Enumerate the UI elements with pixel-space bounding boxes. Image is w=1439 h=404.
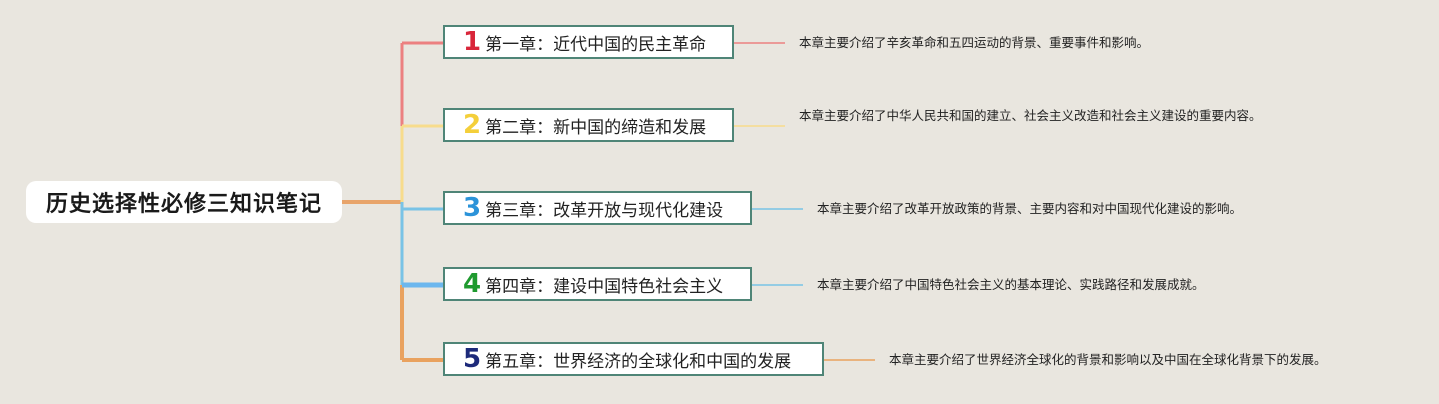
chapter-title-1: 第一章：近代中国的民主革命 xyxy=(485,34,707,55)
chapter-number-4: 4 xyxy=(463,269,482,299)
chapter-title-2: 第二章：新中国的缔造和发展 xyxy=(485,117,707,138)
chapter-node-4[interactable]: 4 第四章：建设中国特色社会主义 xyxy=(443,267,752,301)
chapter-desc-5: 本章主要介绍了世界经济全球化的背景和影响以及中国在全球化背景下的发展。 xyxy=(889,352,1327,367)
chapter-number-1: 1 xyxy=(463,27,482,57)
chapter-title-5: 第五章：世界经济的全球化和中国的发展 xyxy=(485,351,792,372)
chapter-number-5: 5 xyxy=(463,344,482,374)
chapter-desc-2: 本章主要介绍了中华人民共和国的建立、社会主义改造和社会主义建设的重要内容。 xyxy=(799,108,1262,123)
chapter-node-1[interactable]: 1 第一章：近代中国的民主革命 xyxy=(443,25,734,59)
chapter-desc-3: 本章主要介绍了改革开放政策的背景、主要内容和对中国现代化建设的影响。 xyxy=(817,201,1243,216)
chapter-node-3[interactable]: 3 第三章：改革开放与现代化建设 xyxy=(443,191,752,225)
chapter-number-3: 3 xyxy=(463,193,482,223)
chapter-node-5[interactable]: 5 第五章：世界经济的全球化和中国的发展 xyxy=(443,342,824,376)
chapter-title-3: 第三章：改革开放与现代化建设 xyxy=(485,200,724,221)
chapter-number-2: 2 xyxy=(463,110,482,140)
root-title: 历史选择性必修三知识笔记 xyxy=(45,192,322,217)
chapter-title-4: 第四章：建设中国特色社会主义 xyxy=(485,276,724,297)
chapter-desc-4: 本章主要介绍了中国特色社会主义的基本理论、实践路径和发展成就。 xyxy=(817,277,1205,292)
root-topic[interactable]: 历史选择性必修三知识笔记 xyxy=(26,181,342,223)
chapter-desc-1: 本章主要介绍了辛亥革命和五四运动的背景、重要事件和影响。 xyxy=(799,35,1150,50)
chapter-node-2[interactable]: 2 第二章：新中国的缔造和发展 xyxy=(443,108,734,142)
